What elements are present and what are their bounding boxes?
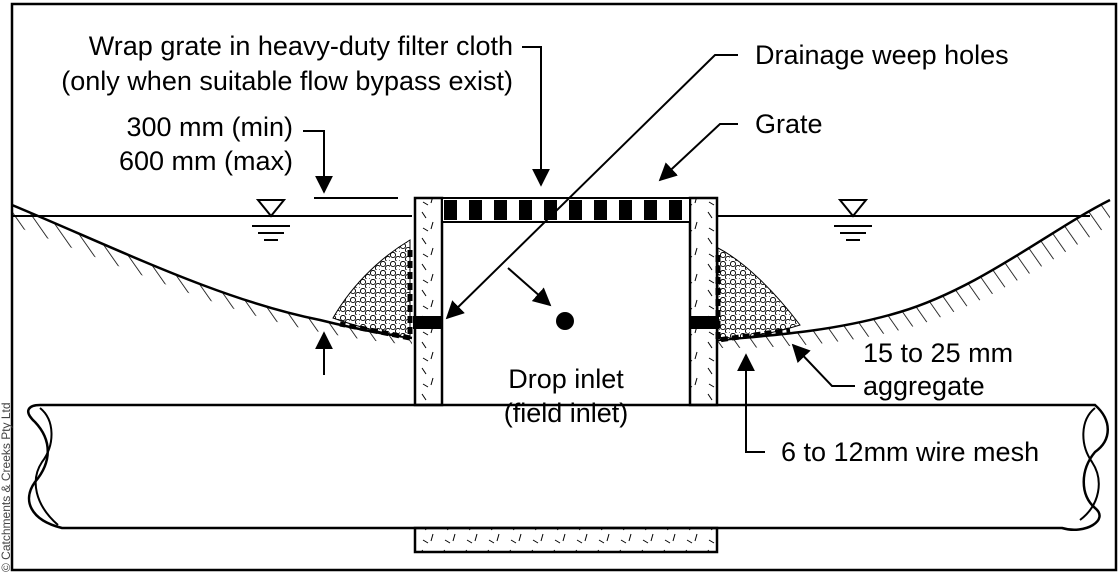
depth-label-line1: 300 mm (min)	[126, 112, 293, 142]
inlet-label-line1: Drop inlet	[508, 364, 624, 394]
inflow-arrow	[507, 267, 552, 307]
inflow-dot	[556, 312, 574, 330]
depth-label-line2: 600 mm (max)	[119, 146, 293, 176]
weep-holes-leader	[445, 54, 738, 320]
water-level-symbol-left	[252, 199, 290, 241]
weep-hole-left	[413, 316, 442, 329]
aggregate-label-line1: 15 to 25 mm	[863, 338, 1013, 368]
weep-hole-right	[690, 316, 719, 329]
filter-cloth-label-line2: (only when suitable flow bypass exist)	[61, 66, 513, 96]
wire-mesh-leader	[737, 353, 765, 453]
base-slab	[413, 526, 719, 554]
wire-mesh-label: 6 to 12mm wire mesh	[781, 437, 1039, 467]
inlet-wall-left	[413, 196, 444, 407]
filter-cloth-label-line1: Wrap grate in heavy-duty filter cloth	[89, 31, 513, 61]
grate-label: Grate	[755, 109, 823, 139]
grate-leader	[658, 123, 738, 182]
copyright-text: © Catchments & Creeks Pty Ltd	[0, 402, 13, 572]
pipe	[27, 403, 1109, 531]
aggregate-leader	[791, 343, 855, 387]
inlet-wall-right	[688, 196, 719, 407]
aggregate-label-line2: aggregate	[863, 371, 985, 401]
weep-holes-label: Drainage weep holes	[755, 40, 1009, 70]
depth-leader	[303, 130, 333, 194]
filter-cloth-leader	[522, 46, 550, 187]
water-level-symbol-right	[834, 199, 872, 241]
inlet-label-line2: (field inlet)	[504, 398, 629, 428]
ground-right	[717, 198, 1111, 348]
